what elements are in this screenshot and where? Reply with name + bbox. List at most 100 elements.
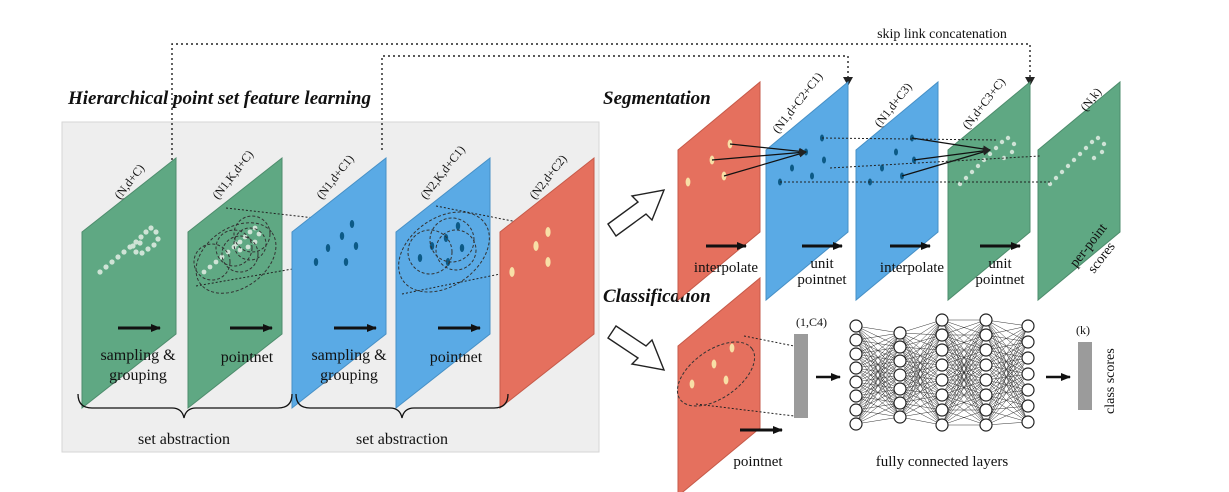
fc-connection [899, 379, 943, 404]
fc-connection [985, 325, 1029, 366]
fc-connection [985, 349, 1029, 423]
fc-connection [985, 319, 1029, 327]
fc-connection [899, 349, 943, 376]
fc-connection [899, 364, 943, 418]
fc-connection [985, 357, 1029, 381]
fc-connection [899, 379, 943, 390]
fc-connection [899, 319, 943, 334]
fc-neuron [1021, 383, 1035, 397]
fc-connection [899, 346, 943, 381]
fc-connection [985, 349, 1029, 375]
grouped-points-1 [201, 225, 262, 275]
fc-connection [899, 349, 943, 362]
step-label-sampling-1: sampling & [100, 347, 176, 364]
fc-connection [985, 364, 1029, 423]
fc-connection [985, 325, 1029, 351]
fc-connection [941, 319, 987, 426]
fc-connection [985, 319, 1029, 359]
fc-neuron [979, 358, 993, 372]
grouping-circles-2 [398, 211, 490, 293]
fc-connection [985, 319, 1029, 407]
layer-label-c2: (k) [1076, 323, 1090, 337]
cls-group-ellipse [676, 341, 756, 407]
fc-connection [985, 405, 1029, 426]
fc-neuron [979, 418, 993, 432]
seg-step-pointnet-1: pointnet [797, 272, 847, 288]
fc-connection [985, 364, 1029, 391]
layer-label-c1: (1,C4) [796, 315, 827, 329]
fc-neuron [979, 328, 993, 342]
title-hierarchical-feature-learning: Hierarchical point set feature learning [67, 88, 371, 109]
fc-connection [985, 341, 1029, 426]
fc-connection [985, 334, 1029, 423]
fc-connection [985, 373, 1029, 411]
fc-neuron [893, 326, 907, 340]
fc-connection [985, 349, 1029, 391]
fc-connection [899, 319, 943, 390]
fc-connection [899, 346, 943, 351]
fully-connected-label: fully connected layers [876, 454, 1009, 470]
fc-connection [855, 332, 901, 411]
fc-neuron [849, 389, 863, 403]
layer-centroids-2 [499, 156, 595, 410]
fc-neuron [935, 358, 949, 372]
fc-neuron [849, 347, 863, 361]
layer-grouped-points-1 [187, 156, 283, 410]
fc-connection [899, 332, 943, 351]
fc-neuron [893, 340, 907, 354]
fc-neuron [1021, 415, 1035, 429]
fc-connection [899, 374, 943, 396]
fc-connection [985, 341, 1029, 351]
grouped-points-2 [417, 222, 465, 266]
fc-connection [985, 379, 1029, 423]
fc-connection [899, 360, 943, 396]
fc-connection [985, 319, 1029, 391]
fc-neuron [935, 373, 949, 387]
fc-neuron [1021, 367, 1035, 381]
fc-connection [899, 346, 943, 366]
fc-connection [899, 346, 943, 426]
fc-neuron [1021, 335, 1035, 349]
fc-connection [899, 360, 943, 381]
hollow-arrows [607, 189, 666, 371]
fc-connection [985, 421, 1029, 426]
fc-connection [899, 332, 943, 411]
fc-connection [899, 394, 943, 404]
fc-neuron [979, 403, 993, 417]
fc-connection [985, 373, 1029, 426]
fc-connection [899, 364, 943, 376]
fc-connection [899, 409, 943, 418]
step-label-grouping-2: grouping [320, 367, 378, 384]
fc-connection [985, 357, 1029, 396]
fc-connection [899, 346, 943, 396]
fc-neuron [935, 418, 949, 432]
fc-connection [985, 334, 1029, 343]
fc-connection [941, 409, 987, 426]
fc-neuron [935, 328, 949, 342]
fc-connection [855, 332, 901, 355]
seg-step-unit-1: unit [810, 256, 834, 272]
fc-connection [985, 357, 1029, 426]
fc-connection [899, 332, 943, 381]
grouping-circles-1 [193, 215, 277, 294]
fc-connection [985, 325, 1029, 381]
step-label-sampling-2: sampling & [311, 347, 387, 364]
fc-neuron [849, 361, 863, 375]
fc-neuron [979, 373, 993, 387]
class-scores-bar [1078, 342, 1092, 410]
fc-connection [941, 319, 987, 381]
title-segmentation: Segmentation [603, 88, 711, 109]
set-abstraction-braces [77, 393, 509, 419]
seg-step-interpolate-2: interpolate [880, 260, 944, 276]
fc-connection [985, 394, 1029, 407]
fc-connection [985, 325, 1029, 426]
layer-grouped-points-2 [395, 156, 491, 410]
fc-neuron [1021, 351, 1035, 365]
fc-connection [899, 332, 943, 426]
title-classification: Classification [603, 286, 711, 307]
fc-neuron [893, 382, 907, 396]
fc-connection [855, 325, 901, 334]
projection-lines-1 [195, 207, 351, 287]
fc-connection [985, 341, 1029, 381]
